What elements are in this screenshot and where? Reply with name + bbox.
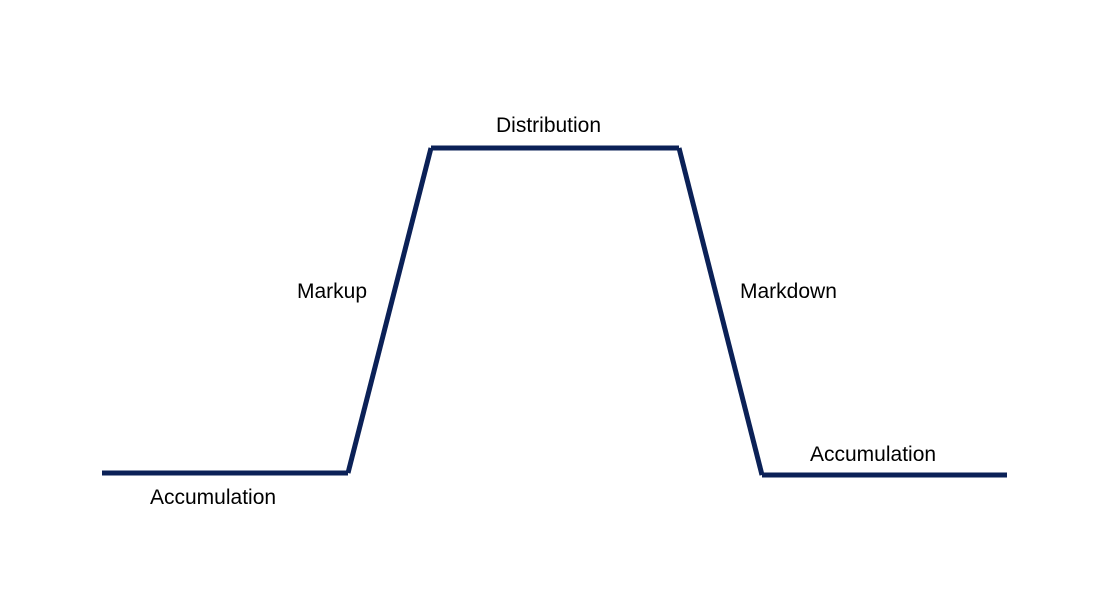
accumulation-end-label: Accumulation: [810, 443, 936, 466]
markup-label: Markup: [297, 280, 367, 303]
markdown-label: Markdown: [740, 280, 837, 303]
markup-line: [345, 147, 434, 474]
distribution-label: Distribution: [496, 114, 601, 137]
accumulation-start-label: Accumulation: [150, 486, 276, 509]
markdown-line: [676, 147, 765, 476]
